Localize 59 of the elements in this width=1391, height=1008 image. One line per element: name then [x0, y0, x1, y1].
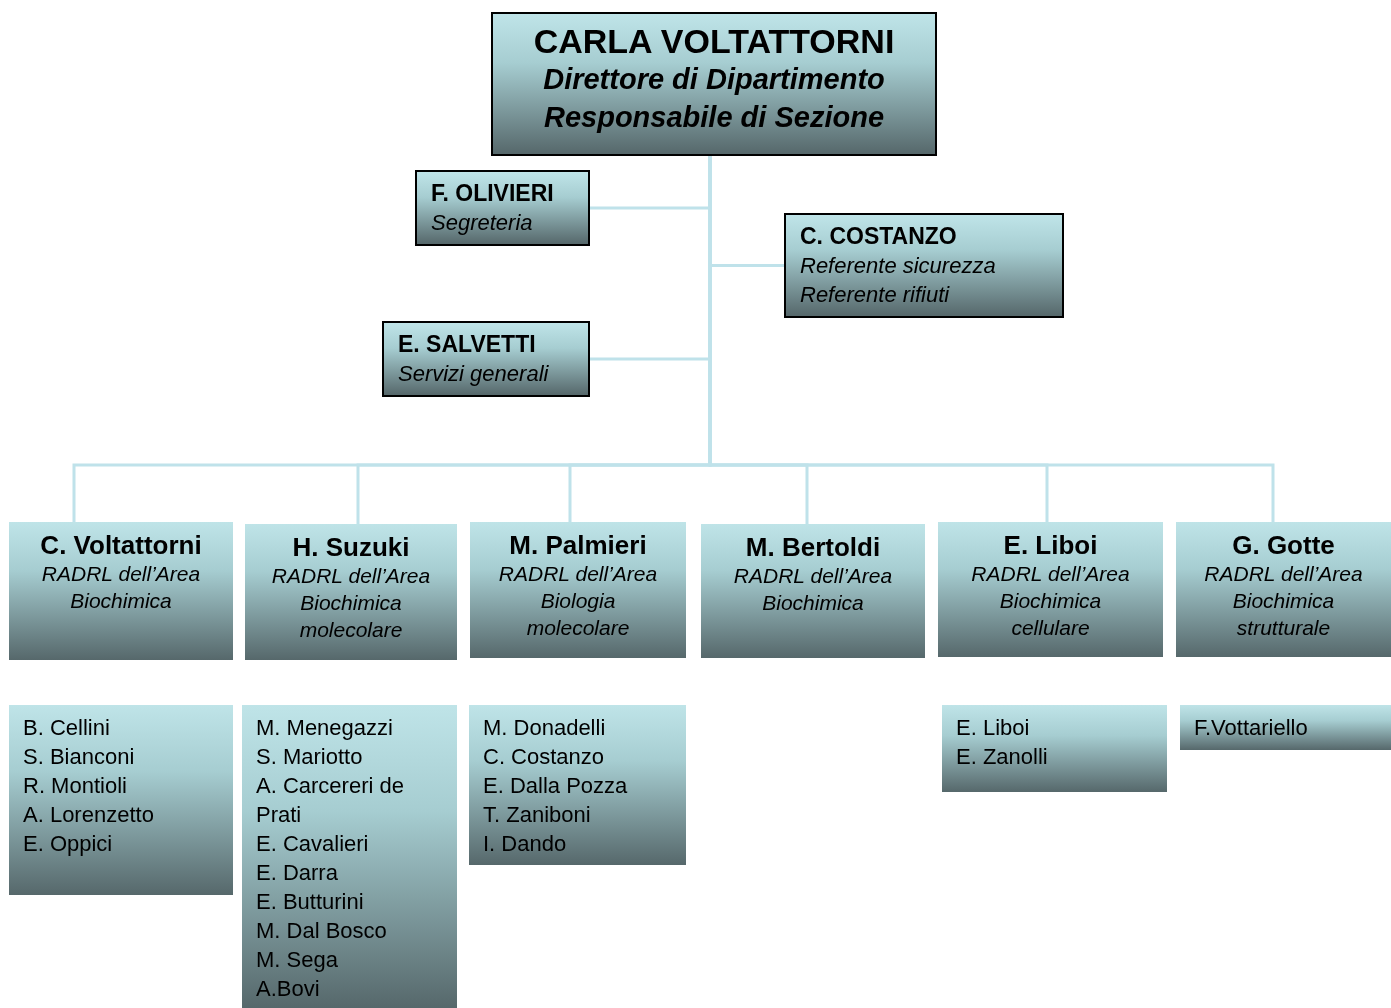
- staff-box: [382, 321, 590, 397]
- member-name: E. Oppici: [23, 830, 114, 858]
- staff-box: [784, 213, 1064, 318]
- member-list-box: [469, 705, 686, 865]
- role-text: Referente sicurezza: [800, 252, 997, 280]
- member-name: M. Sega: [256, 946, 339, 974]
- role-text: RADRL dell’Area Biologia molecolare: [497, 561, 659, 641]
- member-name: M. Donadelli: [483, 714, 607, 742]
- role-text: RADRL dell’Area Biochimica cellulare: [970, 561, 1131, 641]
- member-name: E. Zanolli: [956, 743, 1049, 771]
- role-text: RADRL dell’Area Biochimica: [732, 563, 894, 616]
- member-list-box: [942, 705, 1167, 792]
- area-head-box: [938, 522, 1163, 657]
- role-text: Referente rifiuti: [800, 281, 951, 309]
- member-name: T. Zaniboni: [483, 801, 592, 829]
- name-heading: G. Gotte: [1231, 530, 1336, 560]
- member-name: E. Dalla Pozza: [483, 772, 629, 800]
- staff-box: [415, 170, 590, 246]
- member-name: E. Liboi: [956, 714, 1031, 742]
- role-text: Segreteria: [431, 209, 534, 237]
- area-head-box: [470, 522, 686, 658]
- name-heading: H. Suzuki: [291, 532, 411, 562]
- name-heading: M. Palmieri: [508, 530, 648, 560]
- name-heading: C. Voltattorni: [39, 530, 203, 560]
- name-heading: M. Bertoldi: [744, 532, 882, 562]
- area-head-box: [245, 524, 457, 660]
- member-name: M. Menegazzi: [256, 714, 394, 742]
- role-text: RADRL dell’Area Biochimica molecolare: [270, 563, 432, 643]
- member-name: S. Bianconi: [23, 743, 136, 771]
- member-name: F.Vottariello: [1194, 714, 1309, 742]
- member-name: E. Butturini: [256, 888, 365, 916]
- role-text: Responsabile di Sezione: [543, 100, 885, 135]
- role-text: Servizi generali: [398, 360, 550, 388]
- member-list-box: [1180, 705, 1391, 750]
- member-name: A. Carcereri de Prati: [256, 772, 405, 829]
- name-heading: E. Liboi: [1002, 530, 1099, 560]
- member-name: S. Mariotto: [256, 743, 364, 771]
- member-name: I. Dando: [483, 830, 568, 858]
- member-name: E. Cavalieri: [256, 830, 370, 858]
- member-name: A. Lorenzetto: [23, 801, 155, 829]
- member-name: E. Darra: [256, 859, 339, 887]
- member-list-box: [9, 705, 233, 895]
- member-name: M. Dal Bosco: [256, 917, 388, 945]
- member-name: A.Bovi: [256, 975, 321, 1003]
- member-name: C. Costanzo: [483, 743, 606, 771]
- area-head-box: [9, 522, 233, 660]
- member-name: R. Montioli: [23, 772, 128, 800]
- director-box: [491, 12, 937, 156]
- name-heading: F. OLIVIERI: [431, 179, 555, 208]
- role-text: Direttore di Dipartimento: [542, 62, 886, 97]
- member-list-box: [242, 705, 457, 1008]
- name-heading: C. COSTANZO: [800, 222, 958, 251]
- role-text: RADRL dell’Area Biochimica: [40, 561, 202, 614]
- name-heading: E. SALVETTI: [398, 330, 537, 359]
- area-head-box: [701, 524, 925, 658]
- member-name: B. Cellini: [23, 714, 111, 742]
- area-head-box: [1176, 522, 1391, 657]
- role-text: RADRL dell’Area Biochimica strutturale: [1203, 561, 1364, 641]
- name-heading: CARLA VOLTATTORNI: [532, 22, 896, 60]
